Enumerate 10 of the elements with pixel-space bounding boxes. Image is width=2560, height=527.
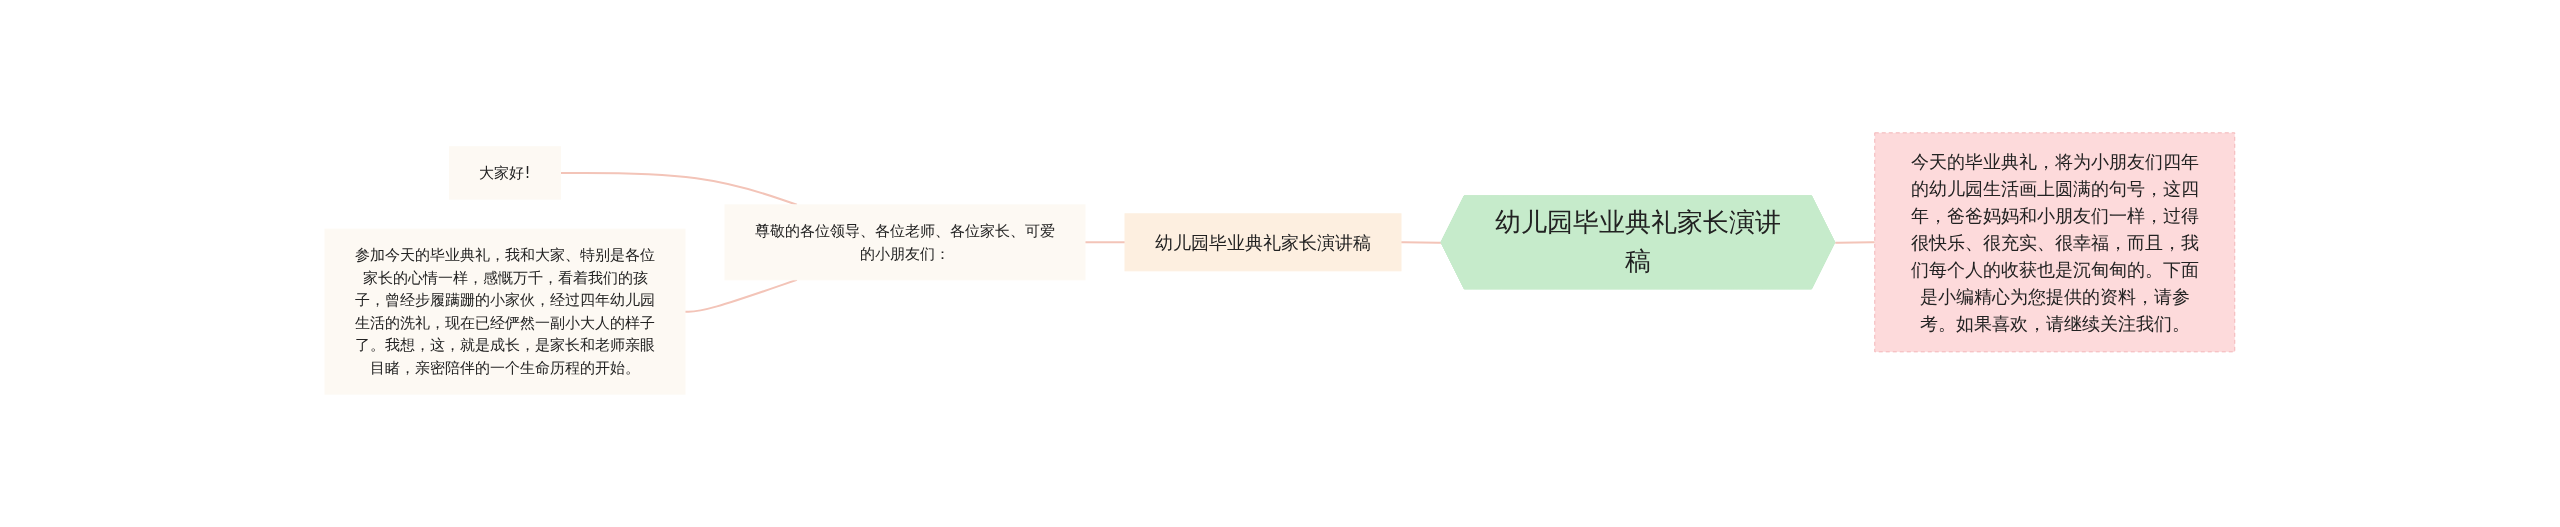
- node-box: 今天的毕业典礼，将为小朋友们四年的幼儿园生活画上圆满的句号，这四年，爸爸妈妈和小朋友们一样，过得很快乐、很充实、很幸福，而且，我们每个人的收获也是沉甸甸的。下面是小编精心为您提供的资料，请参考。如果喜欢，请继续关注我们。: [1874, 132, 2236, 353]
- connector: [684, 278, 798, 313]
- connector: [1834, 241, 1876, 244]
- node-box: 大家好!: [449, 146, 562, 200]
- connector: [559, 171, 798, 206]
- node-box: 幼儿园毕业典礼家长演讲稿: [1124, 213, 1402, 272]
- node-box: 尊敬的各位领导、各位老师、各位家长、可爱的小朋友们：: [724, 204, 1086, 281]
- node-box: 参加今天的毕业典礼，我和大家、特别是各位家长的心情一样，感慨万千，看着我们的孩子，曾经步履蹒跚的小家伙，经过四年幼儿园生活的洗礼，现在已经俨然一副小大人的样子了。我想，这，就是成长，是家长和老师亲眼目睹，亲密陪伴的一个生命历程的开始。: [324, 228, 686, 395]
- connector: [1084, 241, 1127, 244]
- connector: [1400, 241, 1443, 244]
